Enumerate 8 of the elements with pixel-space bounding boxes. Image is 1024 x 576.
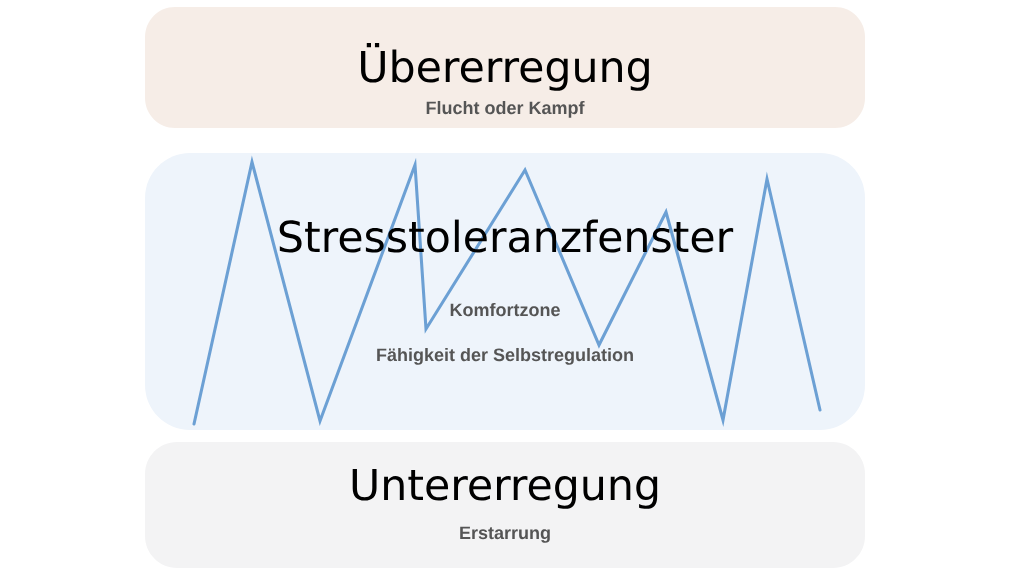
band-title: Übererregung xyxy=(361,43,649,91)
zone-band xyxy=(145,7,865,128)
band-title: Untererregung xyxy=(352,468,658,509)
band-subtitle: Erstarrung xyxy=(460,526,550,543)
band-subtitle: Flucht oder Kampf xyxy=(426,100,585,118)
band-title: Stresstoleranzfenster xyxy=(279,219,734,253)
band-subtitle: Fähigkeit der Selbstregulation xyxy=(377,347,633,365)
band-subtitle: Komfortzone xyxy=(450,302,560,317)
